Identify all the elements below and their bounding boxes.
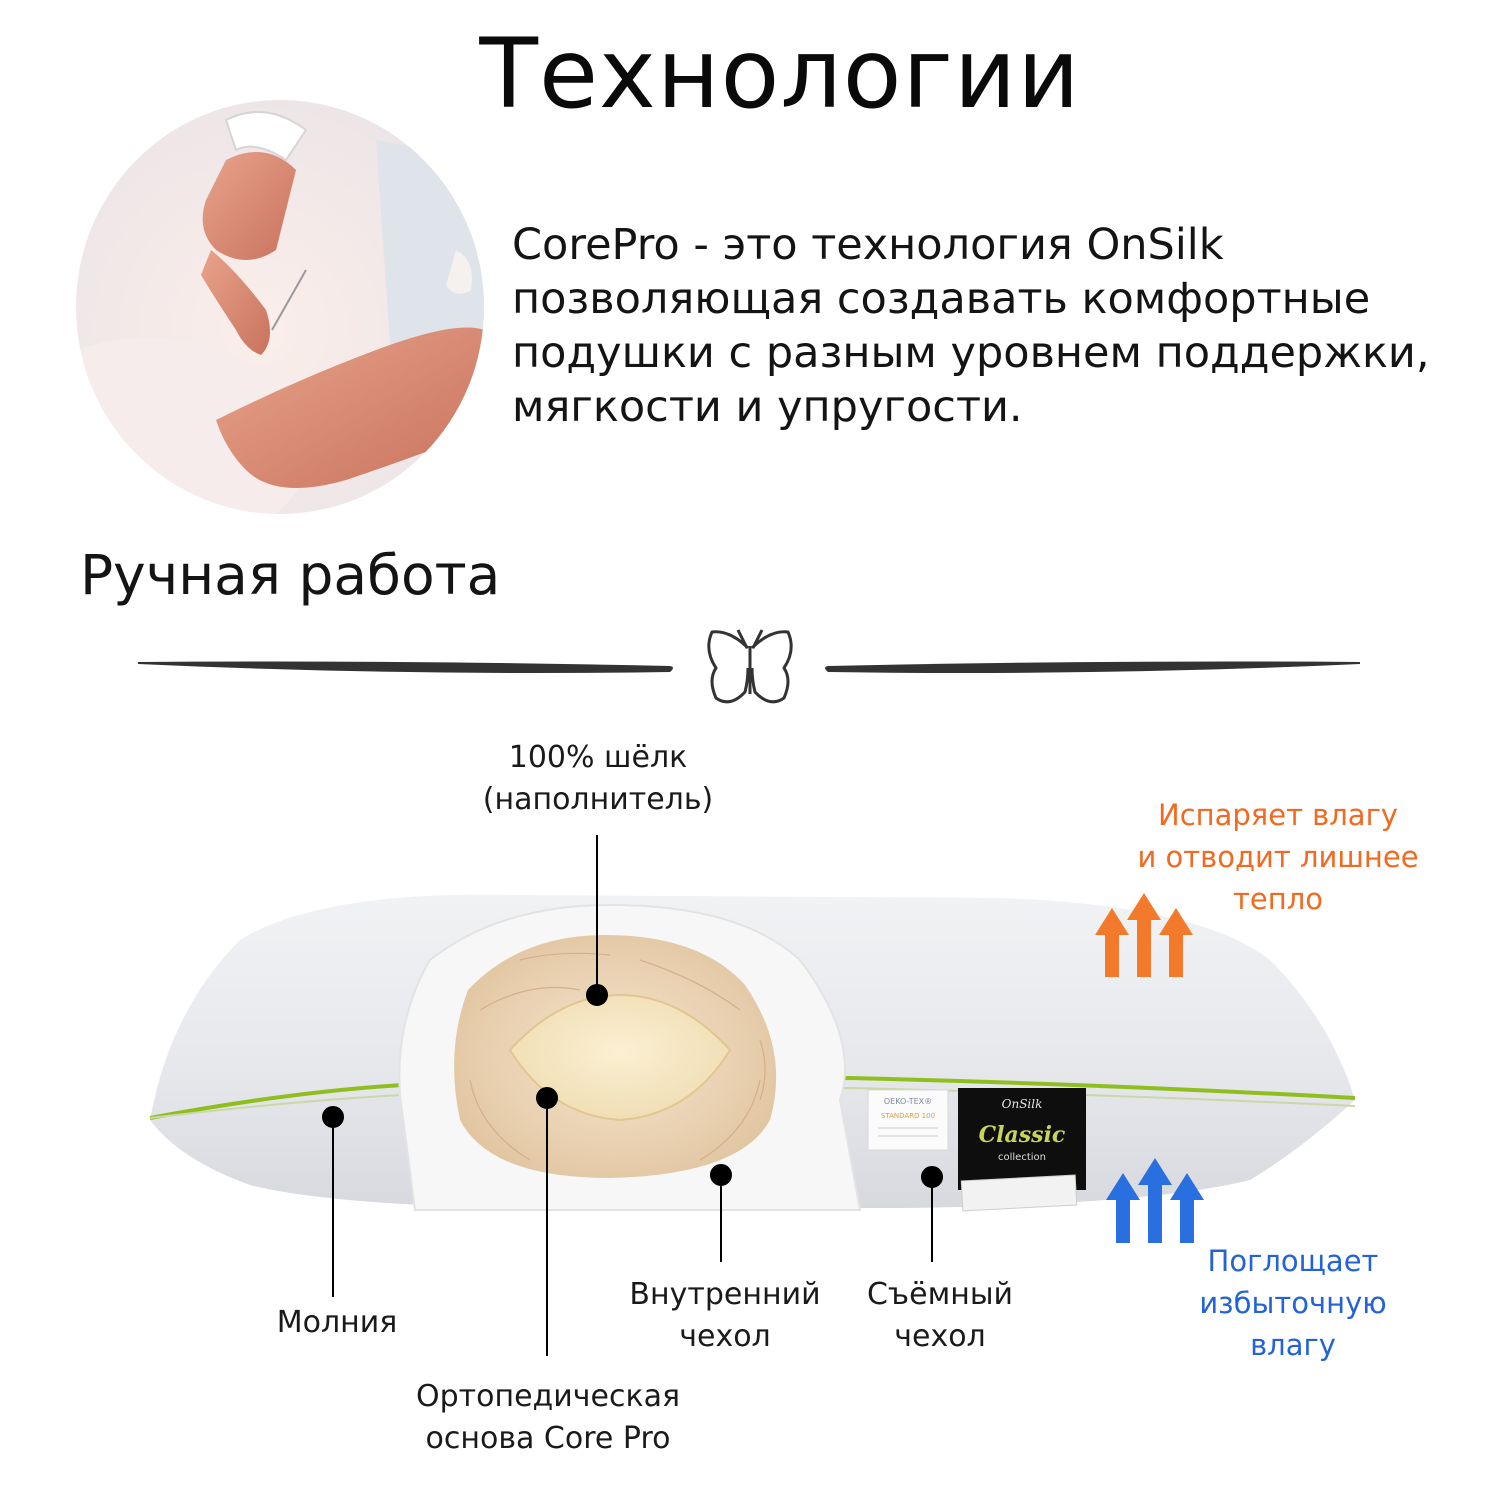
divider-line-left <box>138 661 673 673</box>
photo-caption: Ручная работа <box>80 543 501 607</box>
callout-outer-line2: чехол <box>894 1319 986 1354</box>
note-absorb-line2: избыточную <box>1199 1286 1387 1320</box>
core-base <box>508 993 732 1122</box>
note-evaporate-line1: Испаряет влагу <box>1158 798 1398 832</box>
pillow-diagram: OEKO-TEX® STANDARD 100 OnSilk Classic co… <box>149 835 1356 1356</box>
label-collection-name: Classic <box>979 1122 1066 1148</box>
callout-silk-line1: 100% шёлк <box>508 740 688 775</box>
note-evaporate-line2: и отводит лишнее <box>1137 840 1419 874</box>
brand-name: OnSilk <box>1002 1097 1043 1111</box>
silk-dot <box>586 984 608 1006</box>
note-evaporate-line3: тепло <box>1233 882 1323 916</box>
intro-line: CorePro - это технология OnSilk <box>512 220 1224 270</box>
note-absorb: Поглощает избыточную влагу <box>1168 1240 1418 1366</box>
callout-core-line2: основа Core Pro <box>425 1421 671 1456</box>
divider-line-right <box>825 661 1360 673</box>
callout-core-line1: Ортопедическая <box>415 1379 681 1414</box>
oeko-tag-line2: STANDARD 100 <box>881 1112 935 1120</box>
core-dot <box>536 1087 558 1109</box>
callout-core: Ортопедическая основа Core Pro <box>398 1376 698 1460</box>
evaporate-arrows <box>1095 893 1193 977</box>
note-absorb-line3: влагу <box>1250 1328 1336 1362</box>
intro-text: CorePro - это технология OnSilk позволяю… <box>512 218 1492 434</box>
piping-edge <box>149 1075 1356 1120</box>
divider <box>138 629 1360 704</box>
callout-silk-line2: (наполнитель) <box>482 782 714 817</box>
callout-inner-line2: чехол <box>679 1319 771 1354</box>
brand-label: OnSilk Classic collection <box>958 1088 1086 1212</box>
hands-sewing-photo <box>76 100 484 514</box>
oeko-tex-tag: OEKO-TEX® STANDARD 100 <box>867 1089 949 1151</box>
note-evaporate: Испаряет влагу и отводит лишнее тепло <box>1108 794 1448 920</box>
note-absorb-line1: Поглощает <box>1207 1244 1379 1278</box>
butterfly-icon <box>707 629 793 704</box>
oeko-tag-line1: OEKO-TEX® <box>884 1097 932 1106</box>
callout-inner-cover: Внутренний чехол <box>605 1274 845 1358</box>
intro-line: подушки с разным уровнем поддержки, <box>512 328 1430 378</box>
zipper-dot <box>322 1106 344 1128</box>
callout-inner-line1: Внутренний <box>629 1277 821 1312</box>
intro-line: мягкости и упругости. <box>512 382 1023 432</box>
callout-outer-line1: Съёмный <box>866 1277 1014 1312</box>
callout-zipper-line1: Молния <box>276 1305 398 1340</box>
absorb-arrows <box>1106 1158 1204 1243</box>
callout-silk: 100% шёлк (наполнитель) <box>468 737 728 821</box>
page-title: Технологии <box>479 18 1081 130</box>
label-collection-sub: collection <box>998 1152 1046 1163</box>
callout-outer-cover: Съёмный чехол <box>840 1274 1040 1358</box>
intro-line: позволяющая создавать комфортные <box>512 274 1371 324</box>
inner-dot <box>710 1164 732 1186</box>
outer-dot <box>921 1166 943 1188</box>
callout-zipper: Молния <box>262 1302 412 1344</box>
